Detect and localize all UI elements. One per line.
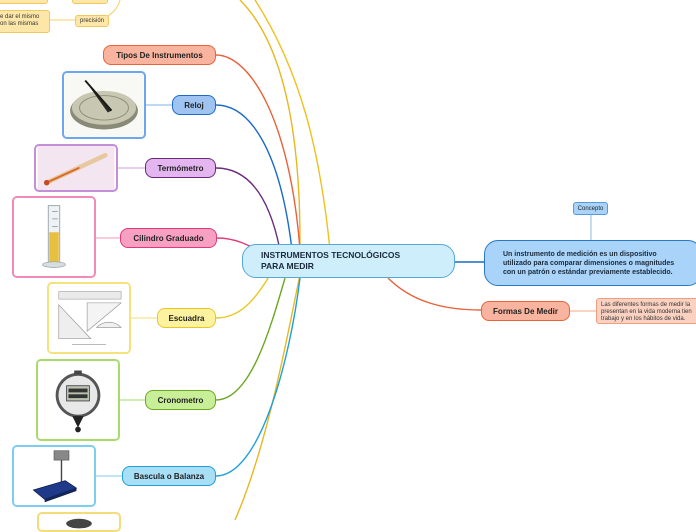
branch-label: Reloj — [184, 100, 204, 110]
branch-cronometro[interactable]: Cronometro — [145, 390, 216, 410]
branch-bascula-o-balanza[interactable]: Bascula o Balanza — [122, 466, 216, 486]
branch-label: Escuadra — [168, 313, 205, 323]
top-fragment-box-2 — [72, 0, 108, 4]
branch-label: Bascula o Balanza — [133, 471, 205, 481]
branch-cilindro-graduado[interactable]: Cilindro Graduado — [120, 228, 217, 248]
set-square-icon — [47, 282, 131, 354]
branch-termometro[interactable]: Termómetro — [145, 158, 216, 178]
branch-label: Formas De Medir — [493, 306, 558, 316]
branch-label: Termómetro — [157, 163, 204, 173]
precision-tag-label: precisión — [79, 18, 104, 24]
branch-label: Tipos De Instrumentos — [116, 50, 203, 60]
mind-map-connectors — [50, 0, 596, 520]
thermometer-icon — [34, 144, 118, 192]
concept-definition-text: Un instrumento de medición es un disposi… — [503, 250, 675, 276]
top-fragment-box-1 — [0, 0, 48, 4]
formas-note-text: Las diferentes formas de medir la presen… — [601, 302, 692, 322]
branch-label: Cilindro Graduado — [133, 233, 204, 243]
sundial-icon — [62, 71, 146, 139]
formas-note: Las diferentes formas de medir la presen… — [596, 298, 696, 324]
central-title-line1: INSTRUMENTOS TECNOLÓGICOS — [261, 250, 401, 260]
branch-label: Cronometro — [157, 395, 204, 405]
branch-tipos-de-instrumentos[interactable]: Tipos De Instrumentos — [103, 45, 216, 65]
top-fragment-line2: on las mismas — [0, 21, 39, 27]
graduated-cylinder-icon — [12, 196, 96, 278]
scale-icon — [12, 445, 96, 507]
branch-reloj[interactable]: Reloj — [172, 95, 216, 115]
branch-escuadra[interactable]: Escuadra — [157, 308, 216, 328]
stopwatch-icon — [36, 359, 120, 441]
concept-label-text: Concepto — [577, 205, 604, 212]
branch-formas-de-medir[interactable]: Formas De Medir — [481, 301, 570, 321]
precision-tag[interactable]: precisión — [75, 15, 109, 27]
concept-definition[interactable]: Un instrumento de medición es un disposi… — [484, 240, 696, 286]
top-fragment-text-box: e dar el mismo on las mismas — [0, 10, 50, 33]
central-title-line2: PARA MEDIR — [261, 261, 314, 271]
partial-image-card — [37, 512, 121, 532]
concept-label[interactable]: Concepto — [573, 202, 608, 215]
central-topic[interactable]: INSTRUMENTOS TECNOLÓGICOS PARA MEDIR — [242, 244, 455, 278]
top-fragment-line1: e dar el mismo — [0, 14, 40, 20]
